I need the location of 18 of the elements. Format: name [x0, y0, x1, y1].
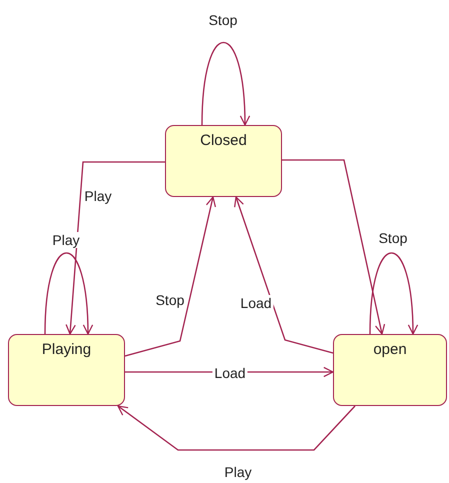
- state-name: Closed: [200, 132, 247, 150]
- state-name: Playing: [42, 341, 92, 359]
- transition-arrow: [117, 405, 356, 451]
- edge-label: Stop: [206, 12, 240, 28]
- state-box: [8, 334, 125, 406]
- transition-arrow: [44, 252, 93, 335]
- transition-arrow: [234, 196, 334, 354]
- transition-arrow: [369, 252, 418, 335]
- transition-arrow: [201, 42, 250, 126]
- transition-arrow: [282, 159, 386, 335]
- state-box: [165, 125, 282, 197]
- edge-label: Stop: [376, 230, 410, 246]
- edge-label: Stop: [154, 292, 186, 308]
- state-box: [333, 334, 447, 406]
- state-name: open: [373, 341, 407, 359]
- transition-arrow: [66, 161, 165, 335]
- transition-arrow: [124, 196, 216, 357]
- edge-label: Load: [212, 365, 248, 381]
